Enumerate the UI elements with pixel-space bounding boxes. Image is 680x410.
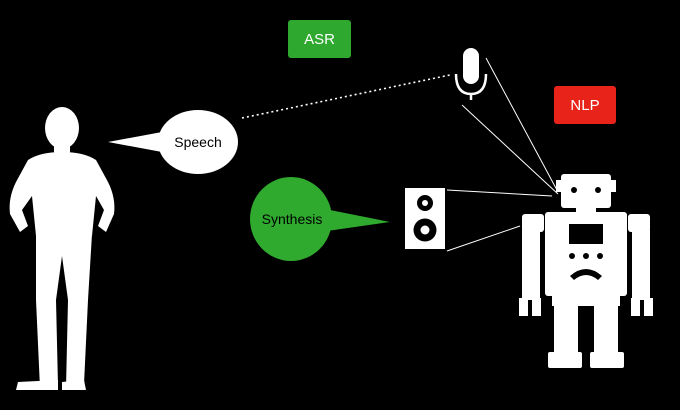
speaker-icon (405, 188, 445, 249)
robot-connectors (446, 57, 559, 252)
speech-bubble (108, 110, 238, 174)
microphone-icon (454, 48, 488, 100)
nlp-badge: NLP (554, 86, 616, 124)
person-silhouette (9, 107, 115, 390)
asr-label: ASR (304, 30, 335, 48)
speech-to-mic-line (241, 74, 451, 119)
asr-badge: ASR (288, 20, 351, 58)
nlp-label: NLP (570, 96, 600, 114)
robot-icon (519, 174, 653, 368)
synthesis-bubble (250, 177, 390, 261)
synthesis-label: Synthesis (262, 211, 323, 227)
speech-label: Speech (174, 134, 221, 150)
